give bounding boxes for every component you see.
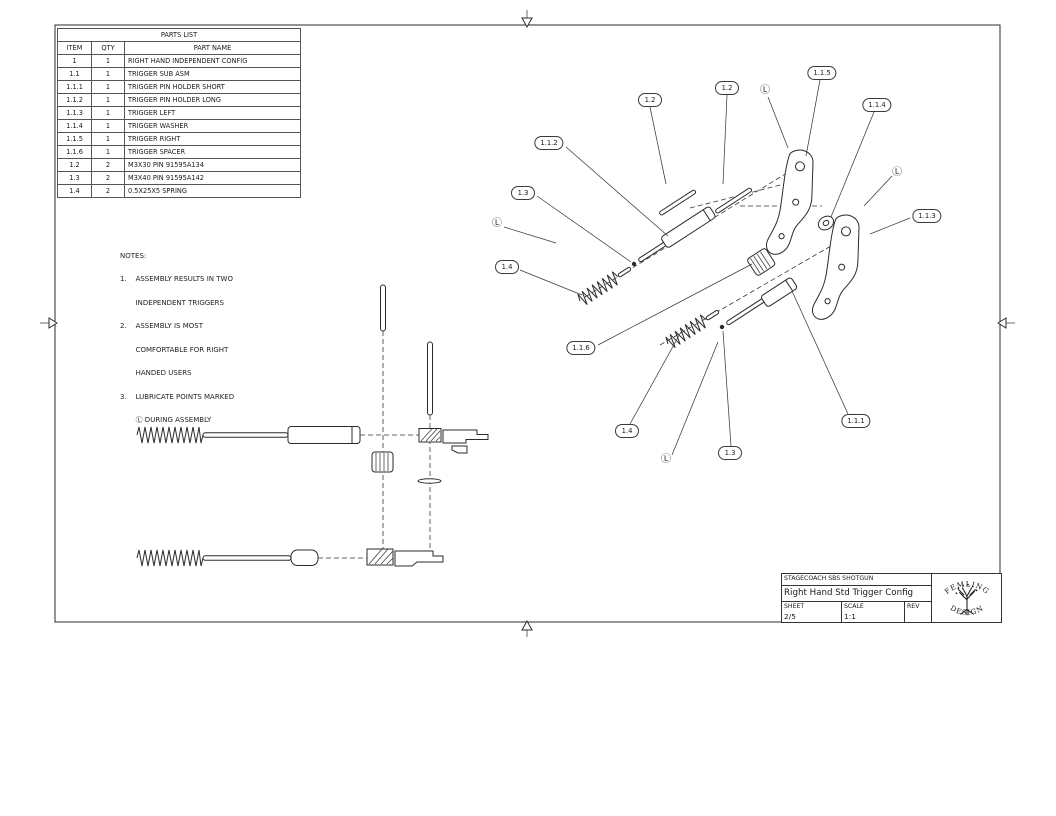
balloon-callout: 1.1.5 [807,66,837,80]
pin-holder-short-part [761,277,798,307]
femling-design-logo: FEMLING DESIGN [932,574,1001,622]
pin-holder-long-part [287,426,361,444]
spring-part [575,261,635,308]
spacer-part [371,451,394,473]
pin-part [202,555,292,561]
title-block-main: STAGECOACH SBS SHOTGUN Right Hand Std Tr… [782,574,932,622]
trigger-subasm-side-view [418,428,489,454]
sheet-label: SHEET [784,603,805,610]
balloon-callout: 1.2 [715,81,739,95]
washer-part [417,478,442,484]
notes-line: Ⓛ DURING ASSEMBLY [120,416,212,425]
notes-line: HANDED USERS [120,369,192,378]
column-header-part-name: PART NAME [124,41,301,55]
balloon-callout: 1.1.4 [862,98,892,112]
trigger-left-part [810,211,867,325]
tree-icon [957,587,976,616]
drawing-title: Right Hand Std Trigger Config [782,586,931,602]
notes-block: NOTES: 1. ASSEMBLY RESULTS IN TWO INDEPE… [120,237,234,441]
column-header-item: ITEM [57,41,92,55]
title-block: STAGECOACH SBS SHOTGUN Right Hand Std Tr… [781,573,1002,623]
pin-part [715,187,753,214]
scale-value: 1:1 [844,612,856,621]
lubrication-symbol: Ⓛ [661,454,671,465]
title-block-bottom-row: SHEET 2/5 SCALE 1:1 REV [782,602,931,622]
balloon-callout: 1.1.2 [534,136,564,150]
washer-part [817,215,835,231]
balloon-callout: 1.3 [718,446,742,460]
spring-part [136,549,204,567]
notes-line: 2. ASSEMBLY IS MOST [120,322,203,331]
isometric-exploded-view [575,146,867,351]
balloon-callout: 1.1.1 [841,414,871,428]
pin-part [427,341,433,416]
spacer-part [747,248,776,276]
center-mark-left [40,317,58,329]
notes-line: COMFORTABLE FOR RIGHT [120,345,229,354]
trigger-side-view [366,548,444,567]
leader-lines [503,79,911,456]
lubrication-symbol: Ⓛ [492,218,502,229]
center-mark-right [997,317,1015,329]
balloon-callout: 1.3 [511,186,535,200]
lubrication-symbol: Ⓛ [760,85,770,96]
center-mark-top [521,10,533,29]
project-name: STAGECOACH SBS SHOTGUN [782,574,931,586]
parts-list-header-row: ITEM QTY PART NAME [57,41,301,55]
pin-holder-long-part [661,206,716,248]
pin-part [659,189,697,216]
rev-label: REV [907,603,920,610]
pin-holder-short-part [290,549,319,566]
pin-part [380,284,386,332]
logo-tree-icon: FEMLING DESIGN [942,579,991,617]
svg-text:FEMLING: FEMLING [942,579,991,596]
balloon-callout: 1.4 [495,260,519,274]
column-header-qty: QTY [91,41,125,55]
parts-list-title-row: PARTS LIST [57,28,301,42]
balloon-callout: 1.4 [615,424,639,438]
notes-line: NOTES: [120,251,147,260]
parts-list-title: PARTS LIST [57,28,301,42]
trigger-right-part [764,146,821,260]
center-mark-bottom [521,619,533,637]
logo-top-text: FEMLING [942,579,990,596]
orthographic-exploded-view [136,284,489,567]
spring-part [663,304,723,351]
balloon-callout: 1.1.6 [566,341,596,355]
pin-part [726,297,767,326]
scale-cell: SCALE 1:1 [842,602,905,622]
balloon-callout: 1.1.3 [912,209,942,223]
notes-line: 1. ASSEMBLY RESULTS IN TWO [120,275,233,284]
tree-canopy-dots [955,583,977,595]
rev-cell: REV [905,602,931,622]
sheet-cell: SHEET 2/5 [782,602,842,622]
notes-line: INDEPENDENT TRIGGERS [120,298,224,307]
scale-label: SCALE [844,603,864,610]
notes-line: 3. LUBRICATE POINTS MARKED [120,392,235,401]
balloon-callout: 1.2 [638,93,662,107]
lubrication-symbol: Ⓛ [892,167,902,178]
sheet-value: 2/5 [784,612,796,621]
